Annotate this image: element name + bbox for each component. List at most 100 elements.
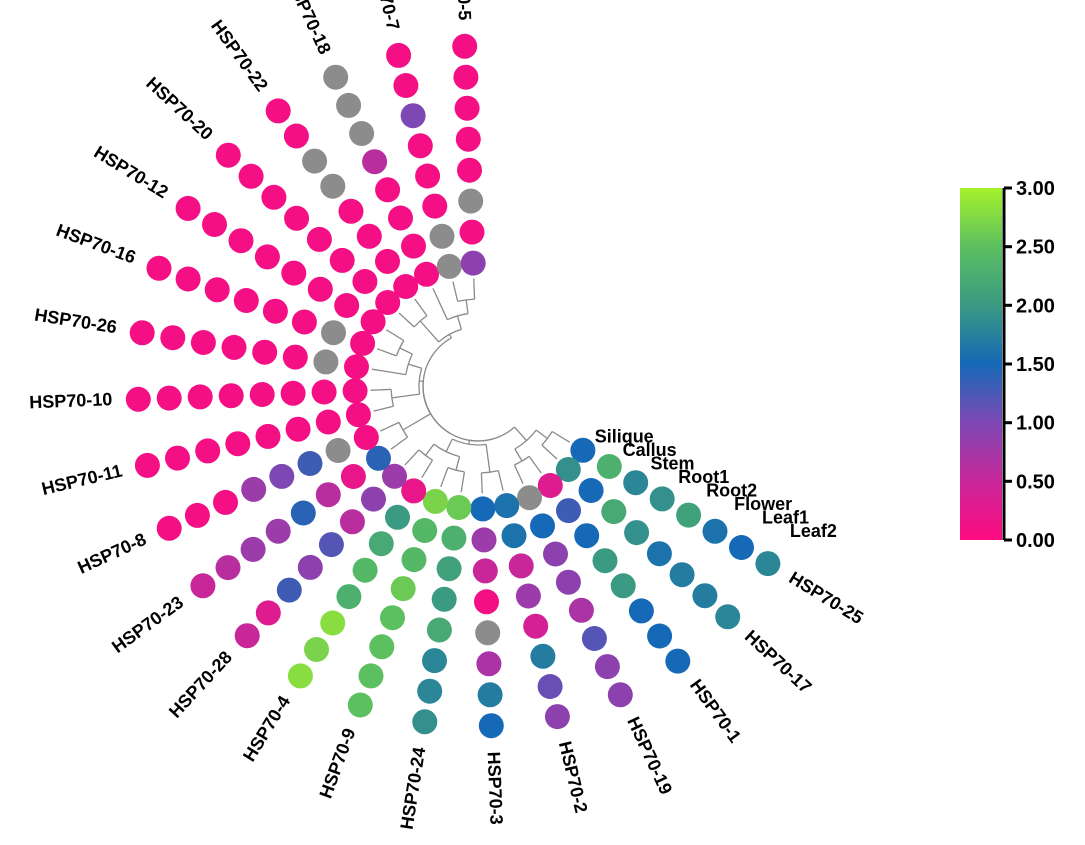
cell-hsp70-25-leaf1 — [729, 535, 754, 560]
dendrogram-leaf-hsp70-9 — [440, 480, 444, 488]
dendrogram-branch-50 — [448, 334, 452, 339]
gene-label-hsp70-26: HSP70-26 — [33, 305, 118, 338]
dendrogram-branch-36 — [386, 421, 400, 429]
gene-label-hsp70-22: HSP70-22 — [207, 16, 272, 95]
cell-hsp70-24-flower — [422, 648, 447, 674]
dendrogram-leaf-hsp70-19 — [519, 477, 524, 484]
cell-hsp70-8-callus — [325, 438, 351, 463]
cell-hsp70-1-silique — [537, 473, 563, 498]
cell-hsp70-24-root2 — [426, 617, 452, 643]
cell-hsp70-17-flower — [669, 562, 695, 588]
dendrogram-arc-38 — [418, 368, 423, 395]
tissue-label-root2: Root2 — [706, 481, 757, 501]
dendrogram-branch-29 — [424, 459, 434, 473]
gene-label-hsp70-28: HSP70-28 — [165, 647, 236, 722]
color-scale-tick-label-3: 1.50 — [1016, 354, 1055, 376]
tissue-label-stem: Stem — [651, 453, 695, 473]
cell-hsp70-10-root1 — [249, 382, 275, 407]
dendrogram-branch-10 — [541, 444, 553, 456]
dendrogram-branch-46 — [399, 347, 413, 355]
dendrogram-branch-49 — [391, 332, 405, 342]
cell-hsp70-24-leaf2 — [412, 709, 438, 735]
cell-hsp70-26-silique — [344, 354, 369, 380]
cell-hsp70-12-callus — [334, 293, 360, 318]
cell-hsp70-7-root1 — [415, 163, 441, 189]
dendrogram-branch-26 — [442, 467, 449, 482]
cell-hsp70-10-leaf1 — [156, 385, 182, 411]
cell-hsp70-4-silique — [401, 478, 427, 504]
cell-hsp70-8-flower — [213, 489, 238, 515]
cell-hsp70-26-root1 — [252, 339, 278, 365]
cell-hsp70-12-root2 — [254, 244, 280, 270]
cell-hsp70-10-silique — [342, 378, 368, 404]
cell-hsp70-22-root2 — [320, 173, 346, 199]
cell-hsp70-26-callus — [313, 349, 339, 375]
dendrogram-branch-58 — [435, 294, 448, 320]
cell-hsp70-4-leaf2 — [287, 663, 313, 689]
cell-hsp70-3-root2 — [475, 620, 501, 646]
cell-hsp70-28-leaf1 — [255, 600, 281, 626]
cell-hsp70-19-root1 — [555, 569, 581, 595]
cell-hsp70-3-flower — [476, 651, 502, 677]
cell-hsp70-22-callus — [375, 248, 400, 274]
gene-label-hsp70-2: HSP70-2 — [555, 739, 591, 815]
cell-hsp70-28-root1 — [318, 532, 344, 558]
cell-hsp70-11-callus — [315, 409, 341, 435]
cell-hsp70-1-stem — [574, 523, 600, 549]
dendrogram-arc-51 — [438, 328, 462, 343]
cell-hsp70-3-root1 — [474, 589, 499, 615]
dendrogram-branch-52 — [419, 320, 440, 343]
cell-hsp70-24-stem — [436, 556, 462, 582]
cell-hsp70-28-flower — [276, 577, 302, 603]
cell-hsp70-19-leaf2 — [607, 682, 633, 708]
dendrogram-branch-19 — [497, 470, 503, 485]
cell-hsp70-5-callus — [459, 219, 485, 245]
dendrogram-leaf-hsp70-20 — [398, 312, 405, 318]
tissue-label-callus: Callus — [623, 440, 677, 460]
cell-hsp70-3-stem — [472, 558, 498, 584]
tissue-labels: Leaf2Leaf1FlowerRoot2Root1StemCallusSili… — [595, 426, 837, 541]
dendrogram-leaf-hsp70-2 — [500, 484, 504, 491]
dendrogram-arc-34 — [398, 422, 409, 438]
cell-hsp70-18-stem — [388, 205, 413, 231]
dendrogram-leaf-hsp70-22 — [414, 298, 420, 305]
dendrogram-arc-12 — [514, 455, 530, 466]
cell-hsp70-9-stem — [401, 547, 427, 573]
cell-hsp70-25-flower — [702, 518, 728, 544]
tissue-label-leaf1: Leaf1 — [762, 508, 809, 528]
cell-hsp70-3-leaf1 — [477, 682, 503, 708]
cell-hsp70-18-callus — [401, 233, 426, 259]
dendrogram-leaf-hsp70-18 — [432, 288, 437, 295]
cell-hsp70-18-silique — [414, 261, 439, 287]
cell-hsp70-5-flower — [454, 95, 480, 121]
color-scale-tick-label-2: 2.00 — [1016, 295, 1055, 317]
heatmap-cells — [125, 33, 781, 739]
dendrogram-branch-21 — [445, 438, 453, 452]
gene-label-hsp70-17: HSP70-17 — [741, 626, 816, 697]
gene-label-hsp70-24: HSP70-24 — [397, 746, 430, 831]
cell-hsp70-17-callus — [578, 478, 604, 503]
cell-hsp70-24-callus — [441, 525, 467, 551]
dendrogram-arc-0 — [422, 337, 452, 434]
cell-hsp70-1-root1 — [592, 548, 618, 574]
cell-hsp70-19-callus — [530, 513, 555, 539]
cell-hsp70-25-callus — [596, 454, 622, 479]
gene-label-hsp70-8: HSP70-8 — [75, 529, 150, 578]
dendrogram-leaf-hsp70-12 — [385, 329, 393, 334]
dendrogram-leaf-hsp70-4 — [421, 471, 426, 479]
cell-hsp70-20-root2 — [284, 205, 310, 231]
dendrogram-branch-62 — [473, 285, 476, 300]
gene-label-hsp70-5: HSP70-5 — [452, 0, 475, 21]
cell-hsp70-16-leaf1 — [175, 266, 201, 292]
cell-hsp70-23-silique — [366, 445, 391, 471]
cell-hsp70-22-flower — [302, 148, 328, 174]
cell-hsp70-4-root2 — [336, 584, 362, 610]
cell-hsp70-4-leaf1 — [304, 637, 329, 662]
cell-hsp70-12-stem — [307, 276, 333, 302]
cell-hsp70-9-silique — [422, 488, 448, 514]
cell-hsp70-2-leaf2 — [544, 704, 570, 730]
cell-hsp70-26-root2 — [221, 334, 247, 360]
cell-hsp70-19-root2 — [568, 597, 594, 623]
gene-label-hsp70-11: HSP70-11 — [40, 460, 124, 499]
dendrogram-branch-9 — [551, 430, 565, 440]
